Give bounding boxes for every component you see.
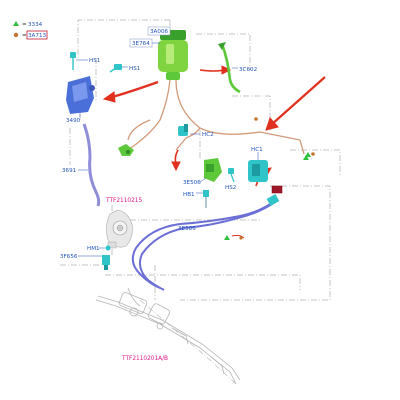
- legend-text-1: 3334: [28, 22, 43, 28]
- legend-triangle-icon: [13, 21, 19, 26]
- return-hose-3c602: 3C602: [218, 42, 257, 94]
- legend-circle-icon: [13, 32, 19, 38]
- svg-text:HS1: HS1: [129, 66, 141, 72]
- svg-text:HC2: HC2: [202, 132, 214, 138]
- legend-text-2: 3A713: [28, 33, 47, 39]
- svg-text:HM1: HM1: [87, 246, 100, 252]
- green-clip-left: [118, 144, 134, 156]
- clip-hc2: HC2: [178, 124, 214, 138]
- svg-text:3E586: 3E586: [178, 226, 196, 232]
- svg-text:TTF2110201A/B: TTF2110201A/B: [121, 356, 168, 362]
- svg-text:3F656: 3F656: [60, 254, 78, 260]
- callout-marker: [271, 185, 283, 194]
- svg-text:TTF2110215: TTF2110215: [105, 198, 142, 204]
- svg-text:HS1: HS1: [89, 58, 101, 64]
- label-3E586: 3E586: [178, 226, 196, 232]
- pump-assembly: TTF2110215: [105, 198, 142, 249]
- bolt-hb1: HB1: [183, 190, 209, 208]
- svg-text:HS2: HS2: [225, 185, 236, 191]
- fitting-3f656: 3F656: [60, 254, 110, 270]
- hose-clamp-hs1-b: HS1: [109, 64, 141, 73]
- svg-text:3691: 3691: [62, 168, 77, 174]
- bracket-3490: 3490: [66, 76, 95, 124]
- legend-eq-1: =: [22, 22, 27, 28]
- hose-clamp-hs2: HS2: [225, 168, 236, 191]
- bracket-3e506: 3E506: [183, 158, 222, 186]
- pressure-pipes: [127, 79, 301, 151]
- dashdot-leaders: [60, 19, 341, 384]
- svg-text:HB1: HB1: [183, 192, 195, 198]
- bracket-hc1: HC1: [248, 147, 268, 182]
- hose-fittings: [224, 194, 280, 240]
- svg-text:3E764: 3E764: [132, 41, 150, 47]
- hose-3e586: [131, 199, 277, 291]
- label-rack: TTF2110201A/B: [121, 356, 168, 362]
- svg-text:3C602: 3C602: [239, 67, 257, 73]
- mount-hm1: HM1: [87, 245, 111, 252]
- steering-rack: [95, 287, 241, 385]
- label-3E764: 3E764: [129, 38, 160, 48]
- label-3A006: 3A006: [147, 26, 171, 36]
- svg-text:3490: 3490: [66, 118, 81, 124]
- hose-3691: 3691: [62, 123, 101, 207]
- legend-eq-2: =: [22, 33, 27, 39]
- red-arrows: [102, 65, 326, 239]
- legend-highlight-box: [26, 30, 48, 40]
- hose-clamp-hs1-a: HS1: [70, 52, 101, 70]
- legend: = 3334 = 3A713: [13, 21, 48, 40]
- svg-text:HC1: HC1: [251, 147, 263, 153]
- svg-text:3A006: 3A006: [150, 29, 169, 35]
- reservoir-part: [158, 30, 188, 80]
- svg-text:3E506: 3E506: [183, 180, 201, 186]
- pipe-end-right: [254, 117, 315, 160]
